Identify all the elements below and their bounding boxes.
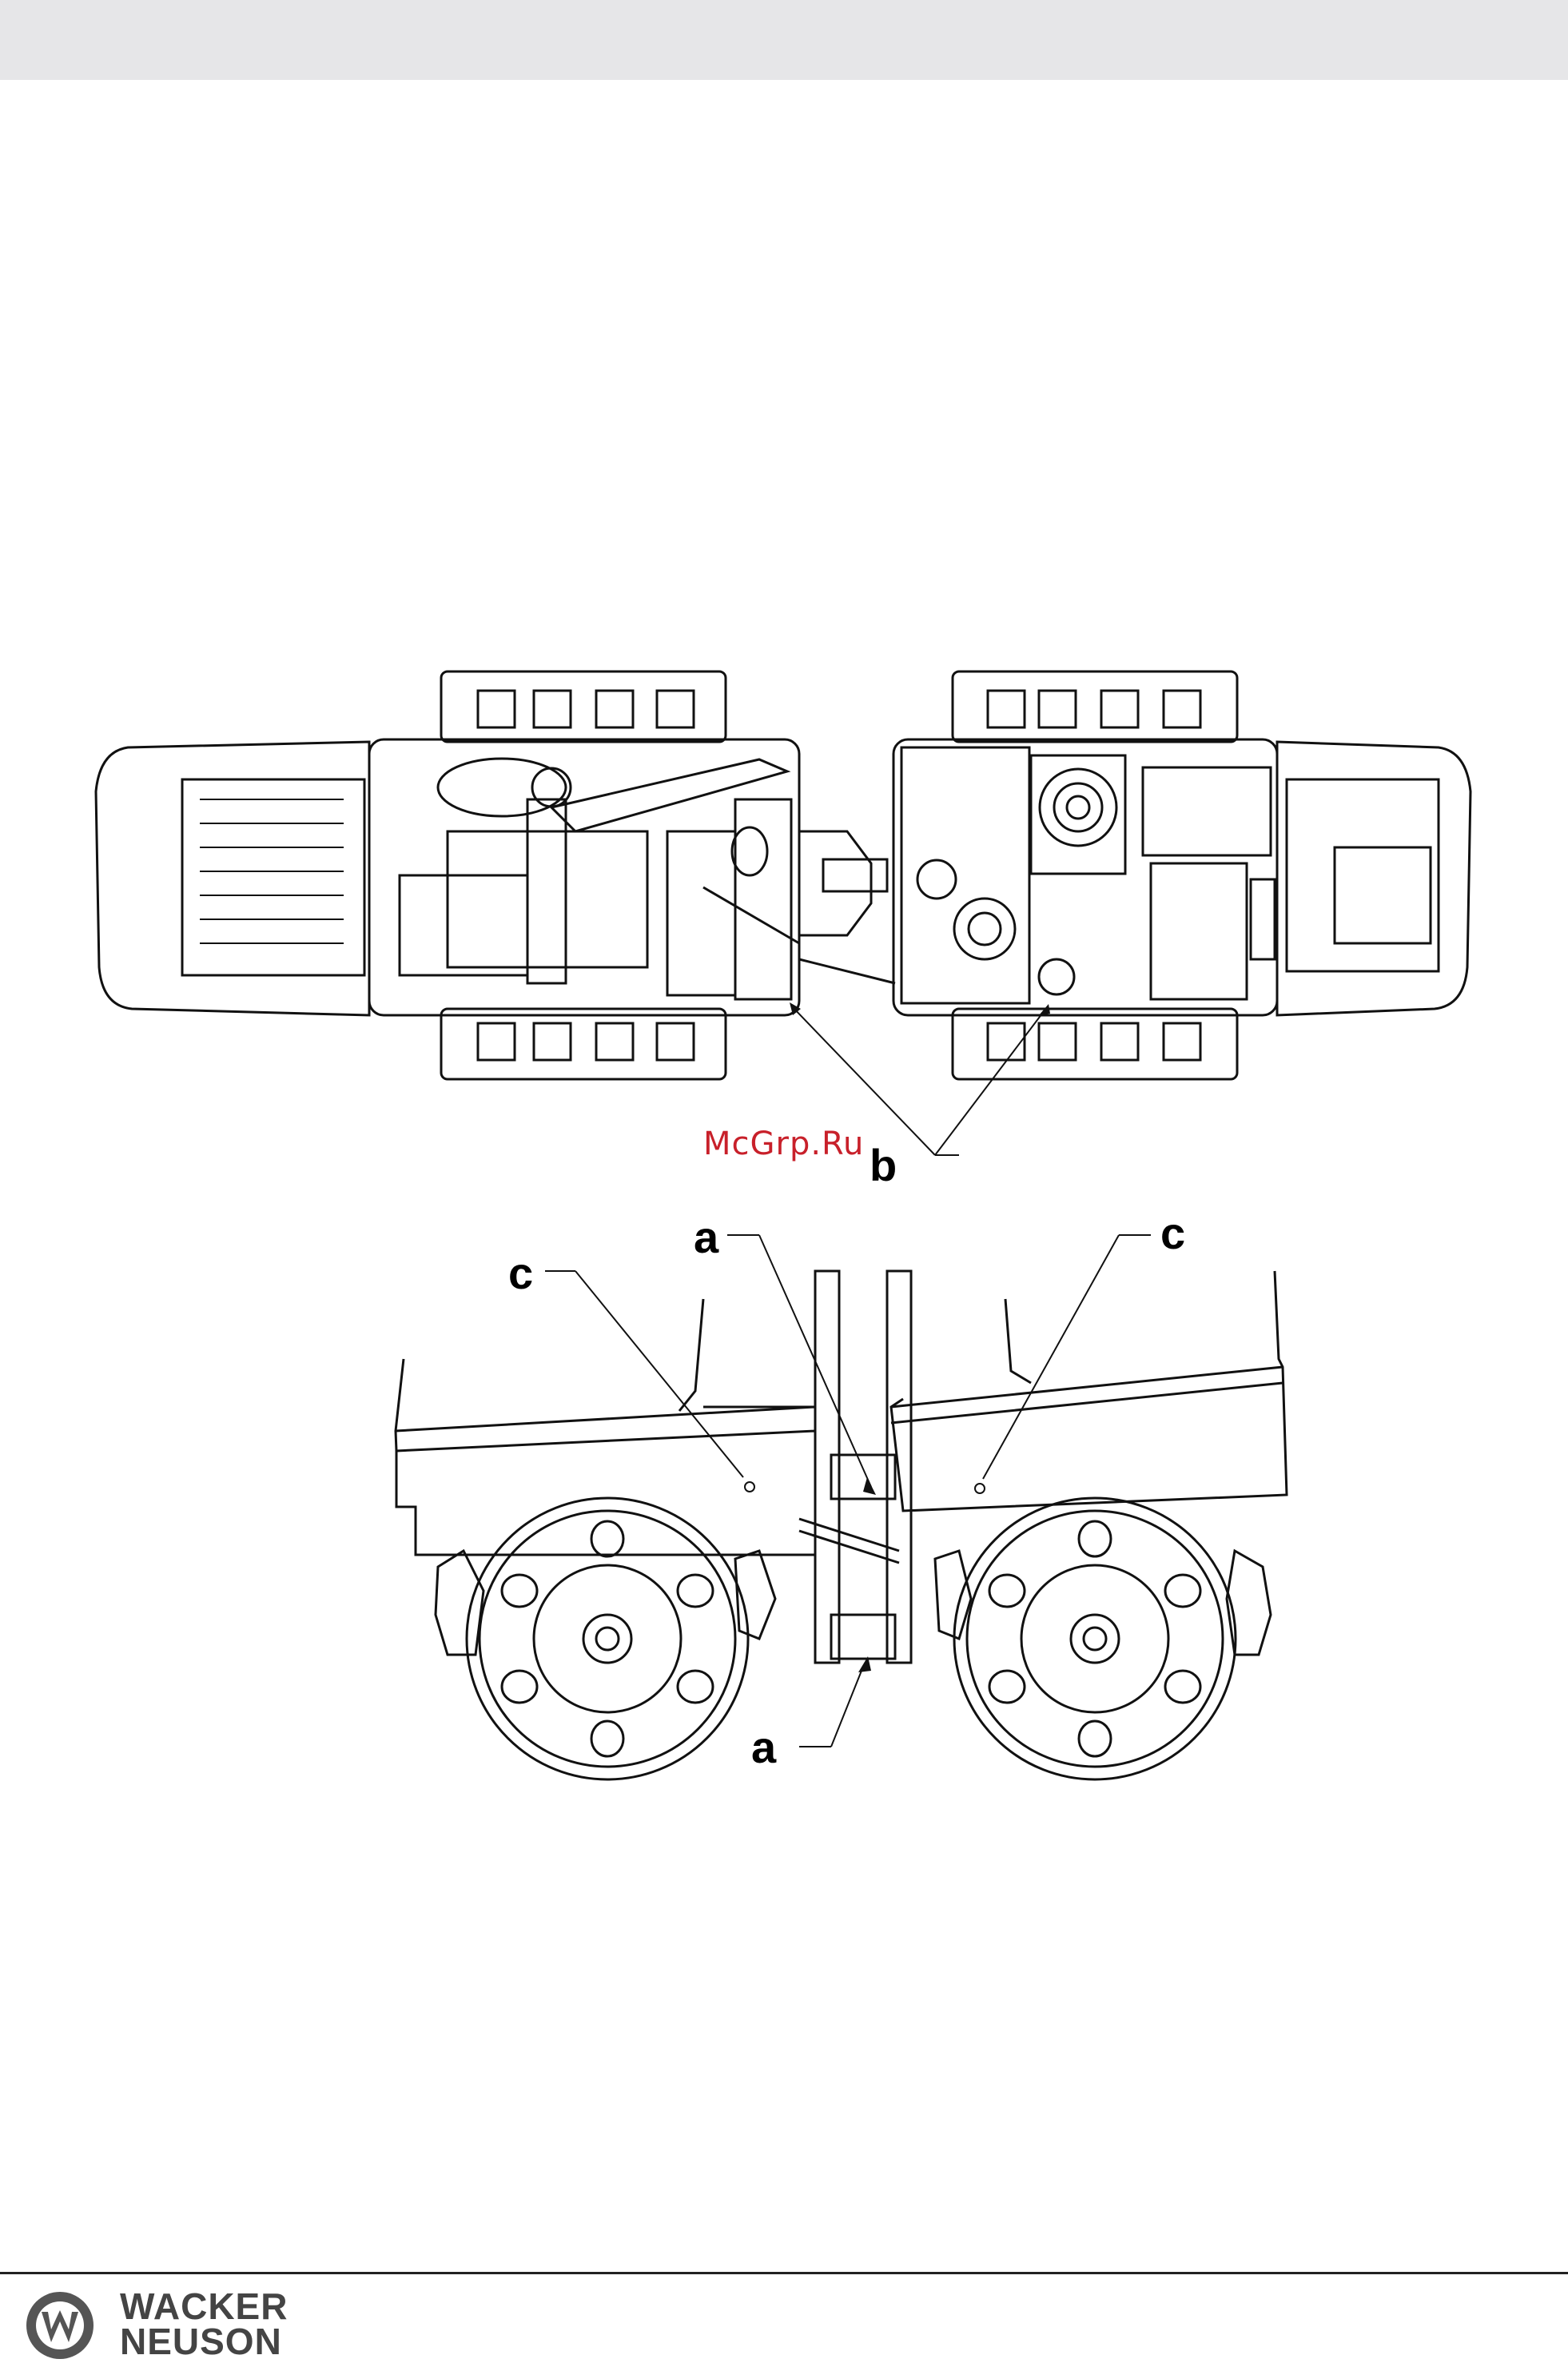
articulation-joint [799, 831, 871, 935]
tread-bottom-left [441, 1009, 726, 1079]
side-view [396, 1271, 1287, 1779]
leaders-a-c [545, 1235, 1151, 1747]
top-view [96, 671, 1470, 1079]
drum-left [436, 1498, 775, 1779]
callout-b: b [870, 1143, 897, 1188]
tread-top-right [953, 671, 1237, 742]
right-body [893, 739, 1277, 1015]
tread-bottom-right [953, 1009, 1237, 1079]
callout-c-left: c [508, 1251, 533, 1296]
footer-rule [0, 2272, 1568, 2274]
callout-a-lower: a [751, 1725, 776, 1770]
watermark-text: McGrp.Ru [703, 1126, 864, 1162]
footer-logo: WACKER NEUSON [24, 2288, 344, 2363]
callout-c-right: c [1160, 1211, 1185, 1256]
tread-top-left [441, 671, 726, 742]
callout-a-upper: a [694, 1215, 718, 1260]
right-hood [1277, 742, 1470, 1015]
logo-text-line2: NEUSON [120, 2323, 282, 2360]
wacker-neuson-logo-icon [24, 2289, 96, 2361]
logo-text-line1: WACKER [120, 2288, 288, 2325]
drum-right [935, 1498, 1271, 1779]
